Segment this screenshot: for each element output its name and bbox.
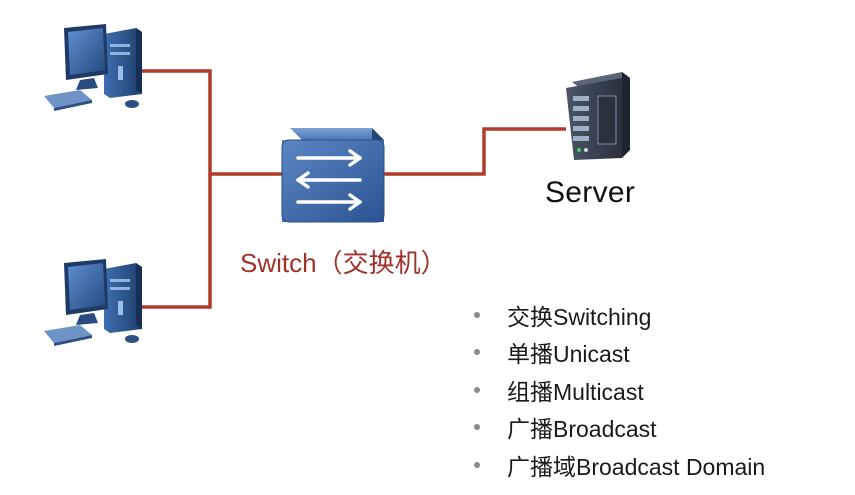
bullet-dot-icon xyxy=(474,461,480,468)
list-item: 组播Multicast xyxy=(474,371,765,409)
concept-list: 交换Switching 单播Unicast 组播Multicast 广播Broa… xyxy=(474,296,765,484)
link-pc2-switch xyxy=(140,174,212,309)
server-icon xyxy=(566,72,630,160)
link-switch-server xyxy=(382,127,566,176)
concept-broadcast: 广播Broadcast xyxy=(507,416,657,443)
server-label: Server xyxy=(545,176,636,209)
list-item: 广播Broadcast xyxy=(474,409,765,447)
bullet-dot-icon xyxy=(474,311,480,318)
list-item: 单播Unicast xyxy=(474,334,765,372)
concept-unicast: 单播Unicast xyxy=(507,341,630,368)
list-item: 交换Switching xyxy=(474,296,765,334)
switch-label: Switch（交换机） xyxy=(240,248,447,278)
switch-icon xyxy=(281,128,385,223)
bullet-dot-icon xyxy=(474,386,480,393)
concept-multicast: 组播Multicast xyxy=(507,378,644,405)
bullet-dot-icon xyxy=(474,424,480,431)
bullet-dot-icon xyxy=(474,349,480,356)
link-pc1-switch xyxy=(140,69,282,176)
concept-broadcast-domain: 广播域Broadcast Domain xyxy=(507,453,766,480)
concept-switching: 交换Switching xyxy=(507,303,652,330)
pc-icon xyxy=(44,259,142,346)
list-item: 广播域Broadcast Domain xyxy=(474,446,765,484)
network-links xyxy=(140,69,566,309)
pc-icon xyxy=(44,24,142,111)
